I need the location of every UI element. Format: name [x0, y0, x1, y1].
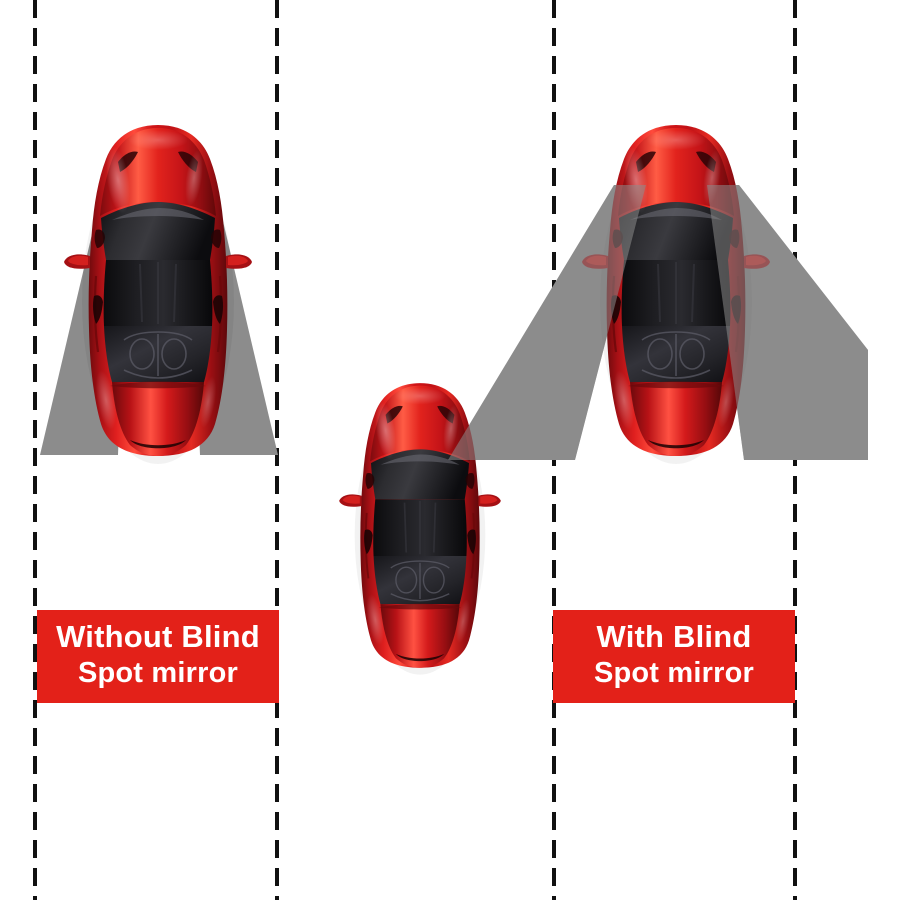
- cars-background-group: [62, 123, 772, 676]
- zone-right-car-right-overlay: [707, 185, 868, 460]
- label-with-blind-spot-mirror: With Blind Spot mirror: [553, 610, 795, 703]
- label-right-line-1: With Blind: [596, 619, 752, 655]
- blind-spot-overlay-group: [448, 185, 868, 460]
- label-left-line-2: Spot mirror: [77, 656, 239, 689]
- label-right-line-2: Spot mirror: [593, 656, 755, 689]
- label-without-blind-spot-mirror: Without Blind Spot mirror: [37, 610, 279, 703]
- label-left-line-1: Without Blind: [56, 619, 260, 655]
- zone-right-car-left-overlay: [448, 185, 646, 460]
